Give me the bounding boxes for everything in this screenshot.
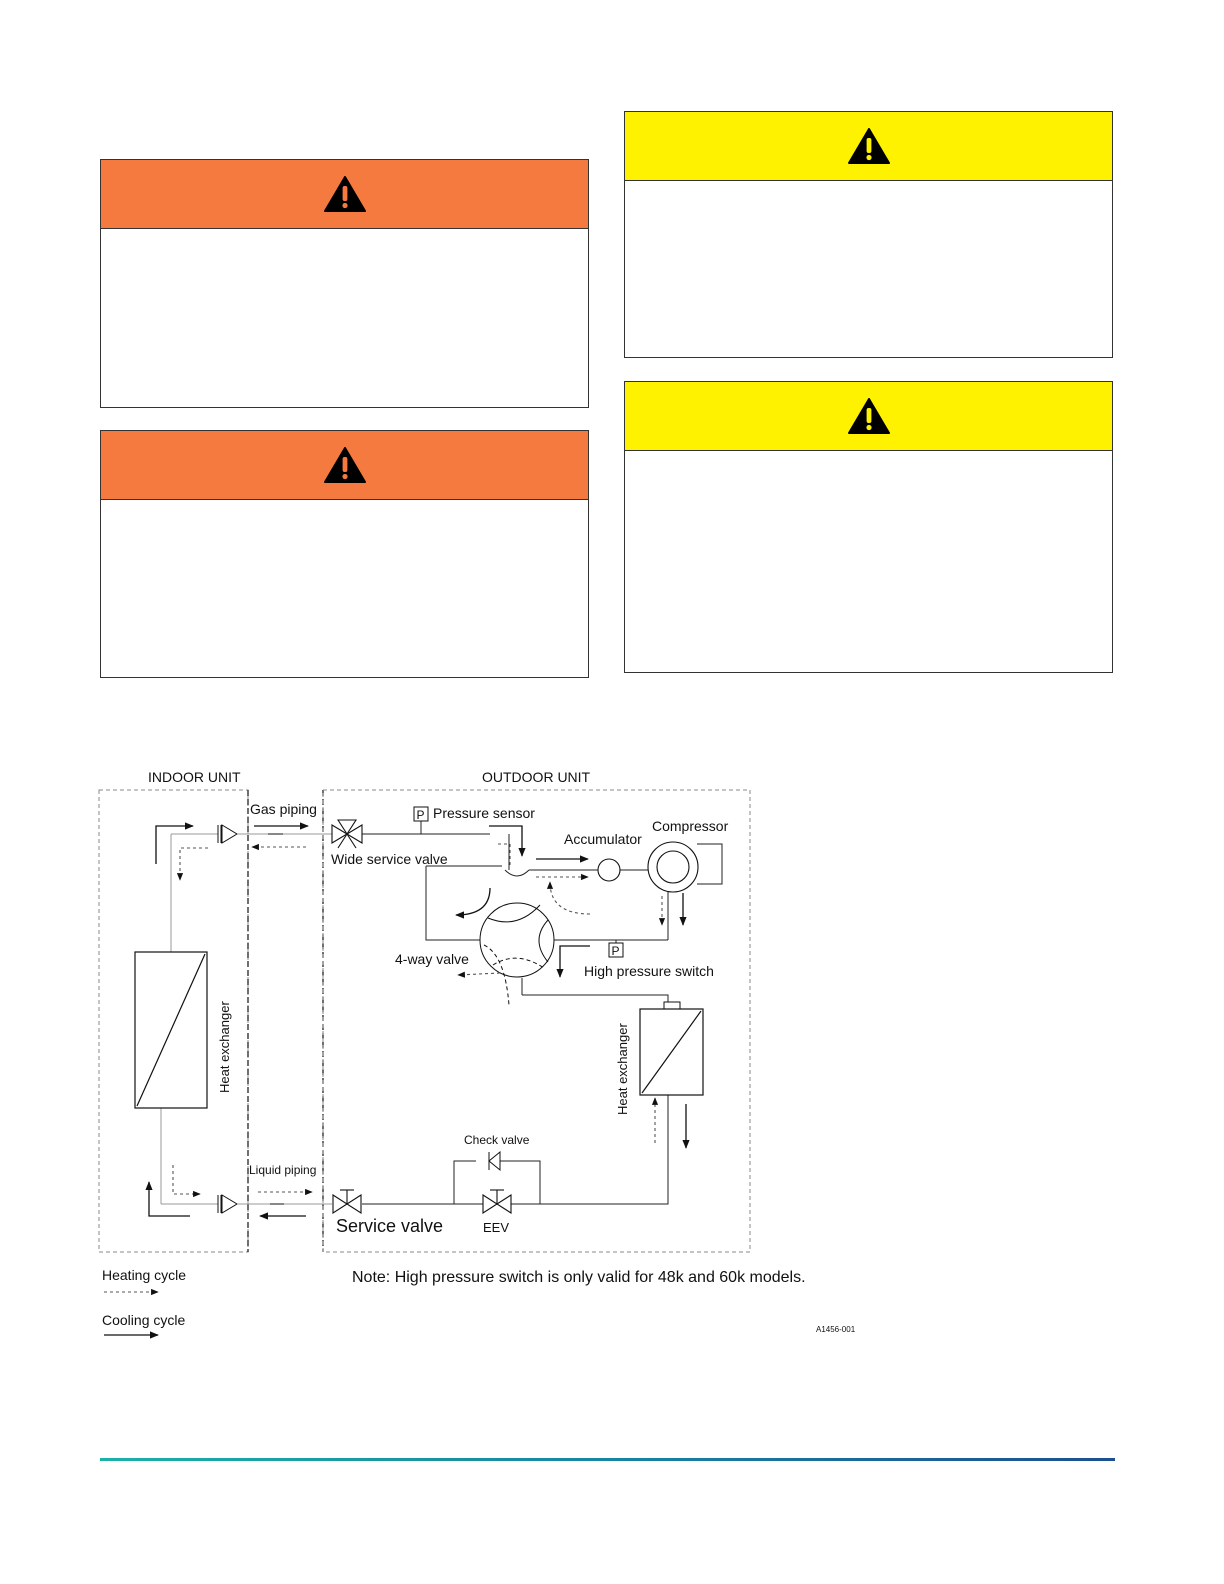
accumulator-label: Accumulator xyxy=(564,831,642,847)
warning-triangle-icon xyxy=(847,128,890,164)
caution-box-1 xyxy=(624,111,1113,358)
service-valve xyxy=(332,1189,362,1215)
indoor-unit-label: INDOOR UNIT xyxy=(148,769,241,785)
warning-header-1 xyxy=(101,160,588,229)
outdoor-heat-exchanger-label: Heat exchanger xyxy=(615,1023,630,1115)
liquid-piping-label: Liquid piping xyxy=(249,1163,316,1177)
legend-heating-label: Heating cycle xyxy=(102,1267,186,1283)
caution-header-2 xyxy=(625,382,1112,451)
warning-box-2 xyxy=(100,430,589,678)
check-valve xyxy=(488,1150,501,1172)
pressure-sensor-label: Pressure sensor xyxy=(433,805,535,821)
eev-label: EEV xyxy=(483,1220,509,1235)
figure-id: A1456-001 xyxy=(816,1325,856,1334)
svg-text:P: P xyxy=(612,944,620,958)
caution-box-2 xyxy=(624,381,1113,673)
gas-flare-connection xyxy=(217,824,238,844)
wide-service-valve-label: Wide service valve xyxy=(331,851,448,867)
outdoor-cooling-arrow-sensor xyxy=(489,825,526,857)
outdoor-heating-arrow-sensor xyxy=(498,843,511,866)
warning-triangle-icon xyxy=(323,176,366,212)
indoor-cooling-arrow-top xyxy=(155,822,194,864)
indoor-piping xyxy=(160,833,332,1205)
outdoor-heating-arrow-valve xyxy=(546,881,591,915)
diagram-note: Note: High pressure switch is only valid… xyxy=(352,1269,806,1286)
footer-rule xyxy=(100,1458,1115,1461)
warning-triangle-icon xyxy=(323,447,366,483)
compressor-label: Compressor xyxy=(652,818,729,834)
wide-service-valve xyxy=(331,819,363,849)
legend-cooling-label: Cooling cycle xyxy=(102,1312,185,1328)
indoor-heating-arrow-top xyxy=(176,847,208,881)
gas-piping-label: Gas piping xyxy=(250,801,317,817)
pressure-sensor xyxy=(413,806,429,822)
high-pressure-switch xyxy=(608,942,624,958)
four-way-valve xyxy=(479,902,555,1006)
indoor-cooling-arrow-bottom xyxy=(145,1181,190,1217)
service-valve-label: Service valve xyxy=(336,1216,443,1236)
high-pressure-switch-label: High pressure switch xyxy=(584,963,714,979)
liquid-flare-connection xyxy=(217,1194,238,1214)
four-way-valve-label: 4-way valve xyxy=(395,951,469,967)
four-way-heating-arrow xyxy=(457,971,501,978)
warning-header-2 xyxy=(101,431,588,500)
warning-triangle-icon xyxy=(847,398,890,434)
high-pressure-cooling-arrow xyxy=(556,945,590,978)
caution-header-1 xyxy=(625,112,1112,181)
indoor-heat-exchanger-label: Heat exchanger xyxy=(217,1001,232,1093)
outdoor-unit-boundary xyxy=(322,789,751,1253)
outdoor-unit-label: OUTDOOR UNIT xyxy=(482,769,591,785)
outdoor-cooling-arrow-loop xyxy=(455,887,491,919)
svg-text:P: P xyxy=(417,808,425,822)
eev-valve xyxy=(482,1189,512,1215)
check-valve-label: Check valve xyxy=(464,1133,530,1147)
accumulator xyxy=(597,858,621,882)
indoor-heating-arrow-bottom xyxy=(172,1165,201,1198)
warning-box-1 xyxy=(100,159,589,408)
